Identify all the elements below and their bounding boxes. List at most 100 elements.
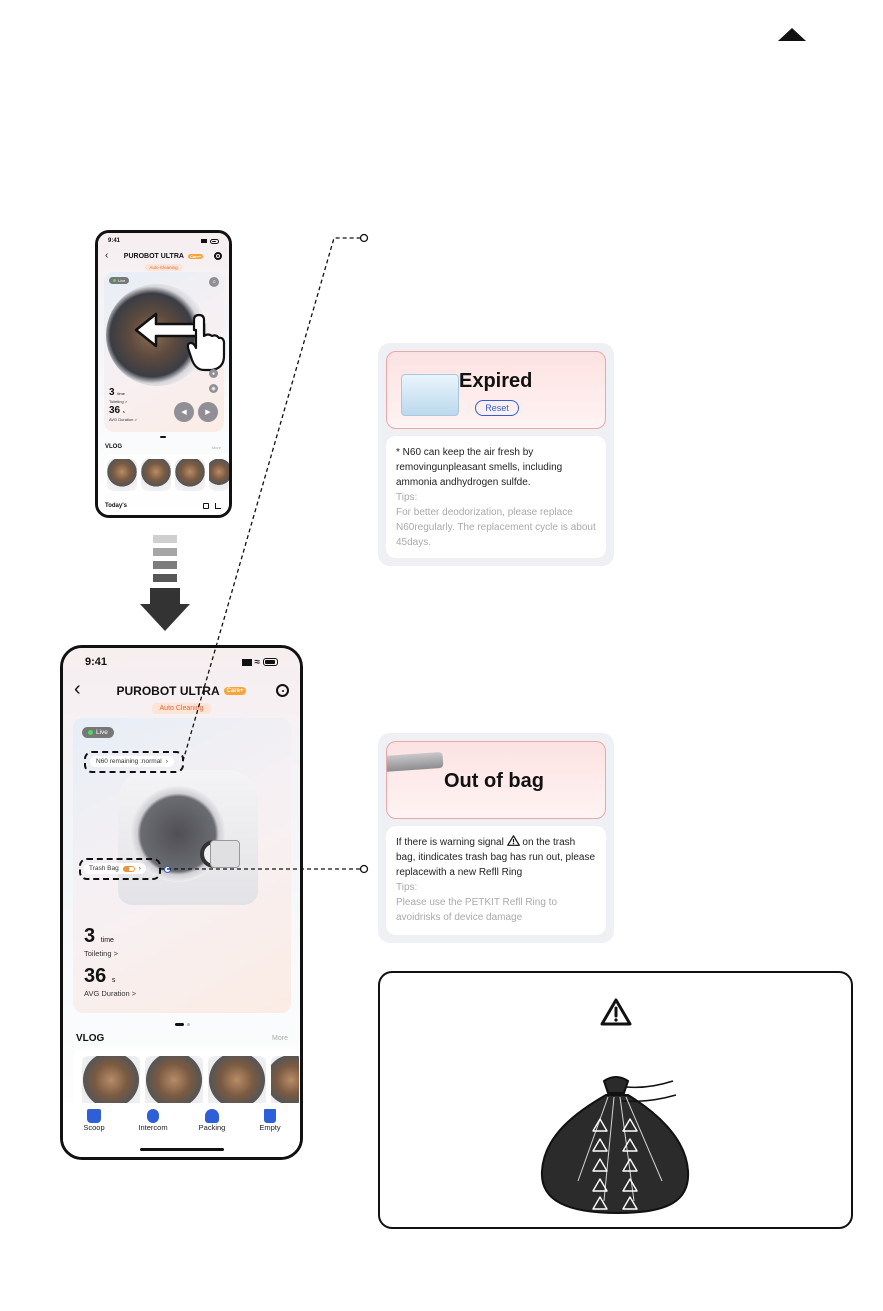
- tips-label: Tips:: [396, 882, 418, 893]
- back-icon[interactable]: ‹: [105, 250, 109, 261]
- trash-bag-chip[interactable]: Trash Bag ›: [84, 863, 146, 874]
- signal-icon: [201, 239, 207, 243]
- expired-body: * N60 can keep the air fresh by removing…: [386, 436, 606, 558]
- scoop-icon: [87, 1109, 101, 1123]
- clock: 9:41: [85, 656, 108, 668]
- duration-value: 36 s: [84, 965, 115, 988]
- vlog-thumbnail[interactable]: [271, 1056, 299, 1109]
- signal-icon: [241, 658, 252, 666]
- duration-link[interactable]: AVG Duration >: [84, 989, 137, 998]
- vlog-thumbnail[interactable]: [107, 459, 137, 491]
- reset-button[interactable]: Reset: [475, 400, 519, 416]
- vlog-title: VLOG: [105, 444, 123, 450]
- tab-label: Scoop: [83, 1123, 105, 1132]
- calendar-icon[interactable]: [203, 503, 209, 509]
- expired-card: Expired Reset * N60 can keep the air fre…: [378, 343, 614, 566]
- toileting-unit: time: [117, 391, 125, 396]
- microphone-icon: [147, 1109, 159, 1123]
- vlog-thumbnail[interactable]: [208, 1056, 266, 1109]
- care-badge: Care+: [187, 254, 204, 259]
- out-of-bag-headline: Out of bag: [444, 770, 544, 792]
- vlog-title: VLOG: [76, 1033, 105, 1044]
- status-icons: ≈: [241, 656, 278, 668]
- duration-number: 36: [84, 965, 107, 987]
- toileting-number: 3: [84, 925, 96, 947]
- n60-box-image: [401, 374, 459, 416]
- toileting-count: 3 time: [84, 925, 114, 948]
- status-bar: 9:41 ≈: [63, 656, 300, 668]
- speaker-icon[interactable]: ♫: [209, 277, 219, 287]
- tab-empty[interactable]: Empty: [247, 1109, 293, 1132]
- live-card[interactable]: Live ♫ ● ◉ 3 time Toileting > 36 s AVG D…: [104, 272, 226, 432]
- more-link[interactable]: More: [211, 445, 221, 450]
- snapshot-icon[interactable]: ◉: [209, 384, 218, 393]
- chevron-right-icon: ›: [138, 865, 141, 872]
- live-dot-icon: [113, 279, 116, 282]
- duration-unit: s: [111, 977, 116, 984]
- title-text: PUROBOT ULTRA: [123, 253, 184, 260]
- vlog-thumbnail[interactable]: [145, 1056, 203, 1109]
- wifi-icon: ≈: [254, 656, 261, 668]
- vlog-list: [104, 455, 229, 495]
- scroll-up-arrow-icon[interactable]: [778, 28, 806, 41]
- duration-unit: s: [122, 409, 125, 414]
- n60-chip[interactable]: N60 remaining :normal ›: [90, 756, 174, 767]
- out-of-bag-header: Out of bag: [386, 741, 606, 819]
- care-badge: Care+: [223, 687, 247, 695]
- back-icon[interactable]: ‹: [74, 678, 81, 700]
- status-badge: Auto Cleaning: [151, 703, 212, 714]
- vlog-thumbnail[interactable]: [82, 1056, 140, 1109]
- out-of-bag-description: If there is warning signal on the trash …: [396, 835, 596, 880]
- vlog-thumbnail[interactable]: [141, 459, 171, 491]
- next-icon[interactable]: ▶: [198, 402, 218, 422]
- clock: 9:41: [108, 238, 121, 244]
- toileting-link[interactable]: Toileting >: [84, 949, 118, 958]
- chevron-right-icon: ›: [165, 758, 168, 765]
- battery-icon: [210, 238, 219, 244]
- swipe-left-gesture-icon: [134, 312, 226, 372]
- bag-ring-image: [387, 751, 444, 773]
- bag-icon: [205, 1109, 219, 1123]
- status-bar: 9:41: [98, 238, 229, 244]
- more-link[interactable]: More: [272, 1035, 288, 1042]
- live-dot-icon: [88, 730, 93, 735]
- duration-number: 36: [109, 405, 121, 416]
- prev-icon[interactable]: ◀: [174, 402, 194, 422]
- record-icon[interactable]: ●: [209, 369, 218, 378]
- litter-box-image: [118, 770, 258, 905]
- arrow-bar: [153, 574, 177, 582]
- vlog-list: [74, 1049, 299, 1109]
- live-card[interactable]: Live N60 remaining :normal › Trash Bag ›: [73, 718, 291, 1013]
- n60-chip-label: N60 remaining :normal: [96, 758, 162, 765]
- down-arrow-icon: [140, 604, 190, 631]
- arrow-bar: [153, 561, 177, 569]
- arrow-bar: [153, 548, 177, 556]
- settings-gear-icon[interactable]: [276, 684, 289, 697]
- page-indicator: [160, 436, 166, 438]
- expired-header: Expired Reset: [386, 351, 606, 429]
- tips-label: Tips:: [396, 492, 418, 503]
- vlog-thumbnail[interactable]: [209, 459, 229, 491]
- vlog-thumbnail[interactable]: [175, 459, 205, 491]
- down-arrow-stem: [150, 588, 180, 604]
- phone-big: 9:41 ≈ ‹ PUROBOT ULTRA Care+ Auto Cleani…: [60, 645, 303, 1160]
- home-indicator: [139, 1148, 224, 1151]
- duration-link[interactable]: AVG Duration >: [109, 417, 137, 422]
- page-indicator: [175, 1023, 184, 1026]
- tips-text: Please use the PETKIT Refll Ring to avoi…: [396, 897, 558, 923]
- battery-icon: [263, 658, 278, 666]
- trash-icon: [264, 1109, 276, 1123]
- trash-bag-warning-image: [540, 1076, 690, 1215]
- tab-packing[interactable]: Packing: [189, 1109, 235, 1132]
- tab-intercom[interactable]: Intercom: [129, 1109, 177, 1132]
- chart-icon[interactable]: [215, 503, 221, 509]
- n60-highlight: [84, 751, 184, 773]
- warning-icon: [506, 835, 520, 846]
- tab-scoop[interactable]: Scoop: [71, 1109, 117, 1132]
- toileting-link[interactable]: Toileting >: [109, 399, 128, 404]
- settings-gear-icon[interactable]: [214, 252, 222, 260]
- description-end: on the trash bag, itindicates trash bag …: [396, 837, 596, 878]
- status-badge: Auto Cleaning: [144, 264, 183, 271]
- expired-description: * N60 can keep the air fresh by removing…: [396, 447, 563, 488]
